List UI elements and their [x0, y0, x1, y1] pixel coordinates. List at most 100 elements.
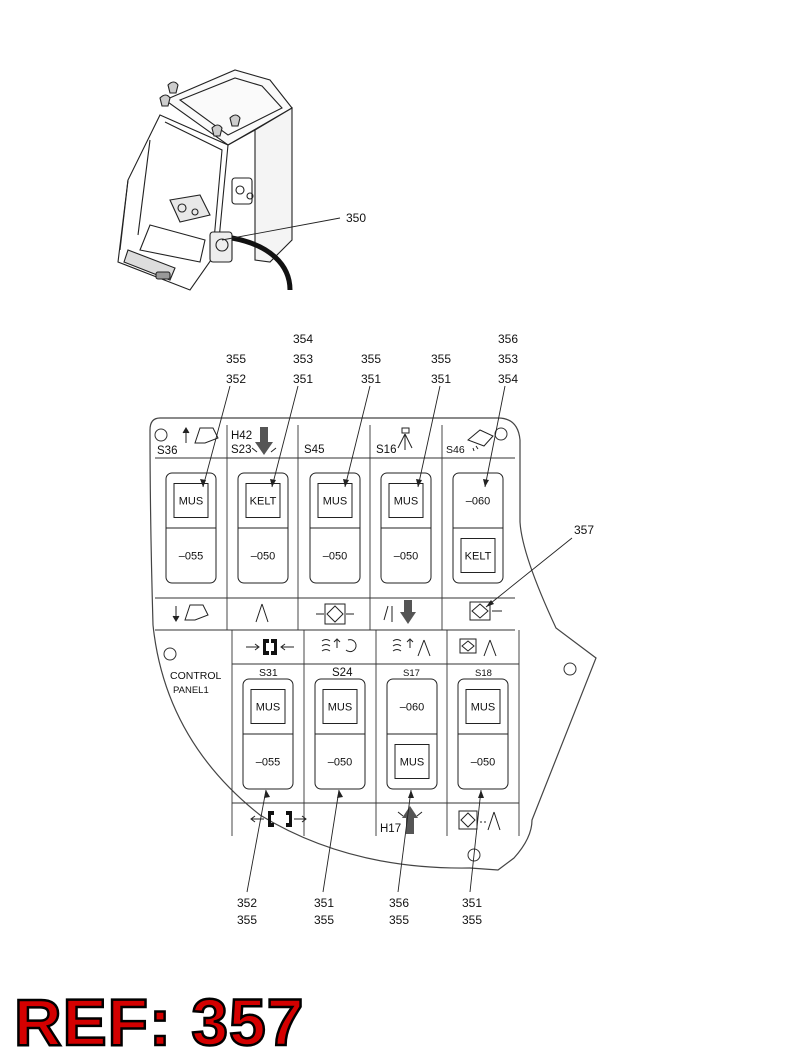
switch-lower-text: –050	[323, 551, 347, 563]
switch-lower-text: MUS	[400, 757, 424, 769]
callout-labels-top: 355 352 354 353 351 355 351 355 351 356 353 354	[226, 332, 518, 386]
leader-arrowheads-top	[200, 479, 489, 487]
spray-arrow-down-icon	[383, 600, 416, 624]
top-switch-2[interactable]: MUS –050	[309, 472, 361, 584]
top-header-row: S36 H42 S23 S45 S16 S46	[157, 430, 465, 457]
label-plate	[322, 689, 358, 724]
switch-S23-label: S23	[231, 444, 251, 456]
top-switch-1[interactable]: KELT –050	[237, 472, 289, 584]
leader-350	[221, 217, 341, 241]
switch-lower-text: –050	[394, 551, 418, 563]
bottom-switch-3[interactable]: MUS –050	[457, 678, 509, 790]
callout-357: 357	[574, 523, 594, 537]
switch-lower-text: –050	[471, 757, 495, 769]
switch-lower-text: –050	[251, 551, 275, 563]
switch-upper-text: MUS	[328, 702, 352, 714]
switch-upper-text: MUS	[471, 702, 495, 714]
leader-357-arrowhead	[486, 600, 494, 607]
rotate-spray-icon	[321, 638, 357, 653]
panel-name-line1: CONTROL	[170, 670, 221, 682]
callout-top-label: 354	[498, 372, 518, 386]
leader-357	[485, 537, 573, 608]
leader-lines-bottom	[246, 789, 482, 893]
label-plate	[460, 538, 496, 573]
filter-blow-icon	[469, 601, 502, 621]
control-panel-outline	[149, 417, 597, 871]
callout-bottom-label: 355	[314, 913, 334, 927]
down-arrow-lamp-icon	[251, 427, 277, 455]
label-plate	[394, 744, 430, 779]
switch-upper-text: MUS	[179, 496, 203, 508]
callout-top-label: 352	[226, 372, 246, 386]
filter-icon	[316, 603, 354, 625]
tilt-light-icon	[467, 429, 494, 452]
switch-S46-label: S46	[446, 444, 465, 456]
switch-S24-label: S24	[332, 667, 353, 679]
lamp-H42-label: H42	[231, 430, 252, 442]
switch-S36-label: S36	[157, 445, 177, 457]
bucket-down-icon	[172, 604, 209, 622]
callout-top-label: 353	[498, 352, 518, 366]
spray-icon	[397, 427, 413, 450]
leader-lines-top	[202, 385, 506, 488]
mounting-holes	[154, 427, 577, 862]
bottom-switch-grid	[231, 630, 520, 836]
label-plate	[317, 483, 353, 518]
callout-bottom-label: 355	[389, 913, 409, 927]
switch-upper-text: MUS	[323, 496, 347, 508]
switch-upper-text: KELT	[250, 496, 277, 508]
reference-heading: REF: 357	[13, 984, 305, 1061]
switch-S31-label: S31	[259, 667, 278, 679]
switch-upper-text: –060	[466, 496, 490, 508]
switch-lower-text: –055	[179, 551, 203, 563]
top-switch-3[interactable]: MUS –050	[380, 472, 432, 584]
label-plate	[173, 483, 209, 518]
spray-up-icon	[392, 638, 431, 657]
top-switch-0[interactable]: MUS –055	[165, 472, 217, 584]
spray-low-icon	[255, 603, 269, 623]
switch-upper-text: MUS	[394, 496, 418, 508]
label-plate	[250, 689, 286, 724]
callout-top-label: 355	[361, 352, 381, 366]
clamp-open-icon	[250, 811, 307, 827]
filter-spray-icon	[459, 638, 497, 657]
callout-top-label: 351	[293, 372, 313, 386]
switch-lower-text: –050	[328, 757, 352, 769]
callout-bottom-label: 356	[389, 896, 409, 910]
label-plate	[465, 689, 501, 724]
lamp-H17-label: H17	[380, 823, 401, 835]
leader-arrowheads-bottom	[264, 790, 484, 798]
callout-bottom-label: 351	[462, 896, 482, 910]
callout-top-label: 355	[431, 352, 451, 366]
callout-top-label: 351	[431, 372, 451, 386]
callout-bottom-label: 351	[314, 896, 334, 910]
callout-bottom-label: 355	[462, 913, 482, 927]
callout-top-label: 353	[293, 352, 313, 366]
filter-spray-lower-icon	[458, 810, 501, 831]
cab-overview-drawing	[117, 69, 293, 291]
label-plate	[388, 483, 424, 518]
callout-bottom-label: 355	[237, 913, 257, 927]
up-arrow-lamp-icon	[397, 806, 423, 834]
top-switch-grid	[155, 425, 515, 631]
switch-S18-label: S18	[475, 668, 492, 679]
bottom-switch-1[interactable]: MUS –050	[314, 678, 366, 790]
switch-lower-text: KELT	[465, 551, 492, 563]
callout-top-label: 356	[498, 332, 518, 346]
callout-top-label: 351	[361, 372, 381, 386]
switch-upper-text: MUS	[256, 702, 280, 714]
bottom-header-row: S31 S24 S17 S18	[259, 667, 492, 679]
label-plate	[245, 483, 281, 518]
callout-top-label: 354	[293, 332, 313, 346]
callout-top-label: 355	[226, 352, 246, 366]
switch-S45-label: S45	[304, 444, 324, 456]
bottom-switch-0[interactable]: MUS –055	[242, 678, 294, 790]
switch-lower-text: –055	[256, 757, 280, 769]
callout-350: 350	[346, 211, 366, 225]
